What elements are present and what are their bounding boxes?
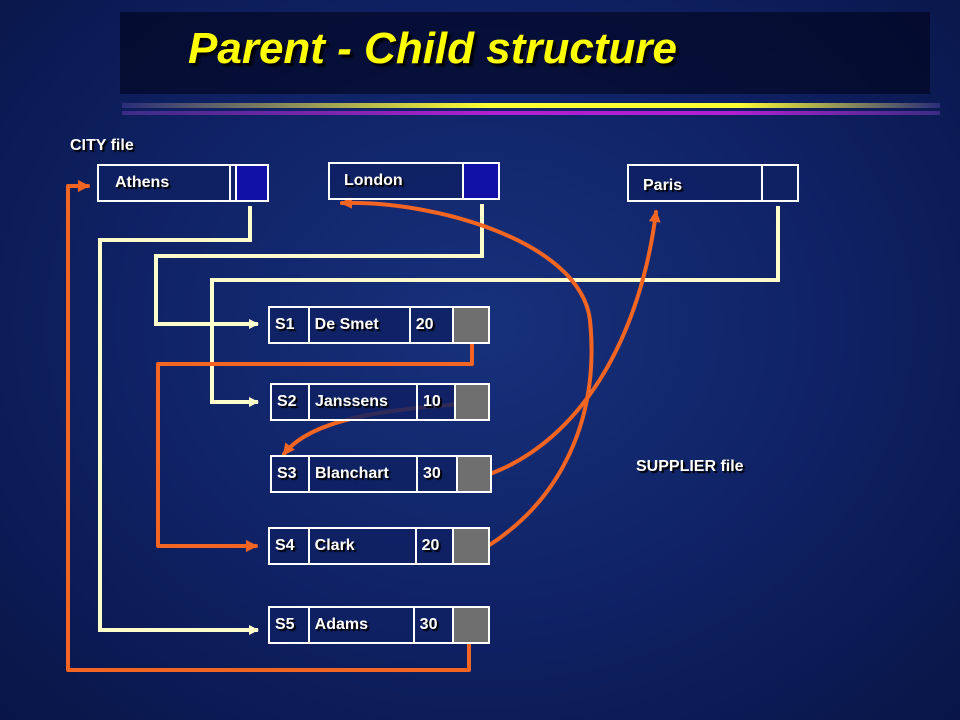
city-name-cell: London [330,164,464,198]
supplier-file-label: SUPPLIER file [636,458,744,475]
supplier-status-cell: 20 [411,308,455,342]
city-file-label: CITY file [70,137,134,154]
supplier-record-s5: S5 Adams 30 [268,606,490,644]
supplier-status-cell: 10 [418,385,456,419]
slide-title: Parent - Child structure [188,24,677,73]
supplier-sno-cell: S4 [270,529,310,563]
city-name-cell: Paris [629,166,763,200]
supplier-pointer-cell [456,385,488,419]
supplier-name-cell: Clark [310,529,417,563]
supplier-pointer-cell [454,308,488,342]
s3-to-paris-link [488,210,661,476]
title-rule-purple [122,111,940,115]
supplier-sno-cell: S1 [270,308,310,342]
city-pointer-cell [763,166,797,200]
supplier-name-cell: Blanchart [310,457,418,491]
supplier-status-cell: 20 [417,529,455,563]
city-divider-cell [231,166,237,200]
title-rule-yellow [122,103,940,108]
s1-to-s4-link [156,341,474,552]
city-name-cell: Athens [99,166,231,200]
title-backdrop [120,12,930,94]
athens-to-s1-link [98,206,259,635]
supplier-name-cell: Janssens [310,385,418,419]
paris-to-s2-link [210,206,780,407]
supplier-record-s3: S3 Blanchart 30 [270,455,492,493]
city-record-athens: Athens [97,164,269,202]
supplier-sno-cell: S2 [272,385,310,419]
city-pointer-cell [237,166,267,200]
supplier-record-s4: S4 Clark 20 [268,527,490,565]
city-record-london: London [328,162,500,200]
supplier-status-cell: 30 [415,608,455,642]
s4-to-london-link [340,196,594,548]
supplier-sno-cell: S3 [272,457,310,491]
supplier-name-cell: De Smet [310,308,411,342]
supplier-pointer-cell [454,529,488,563]
city-pointer-cell [464,164,498,198]
supplier-name-cell: Adams [310,608,415,642]
supplier-pointer-cell [458,457,490,491]
supplier-pointer-cell [454,608,488,642]
s5-to-athens-link [66,180,471,672]
city-record-paris: Paris [627,164,799,202]
london-to-s1-link [154,204,484,329]
supplier-sno-cell: S5 [270,608,310,642]
supplier-record-s1: S1 De Smet 20 [268,306,490,344]
supplier-record-s2: S2 Janssens 10 [270,383,490,421]
supplier-status-cell: 30 [418,457,458,491]
